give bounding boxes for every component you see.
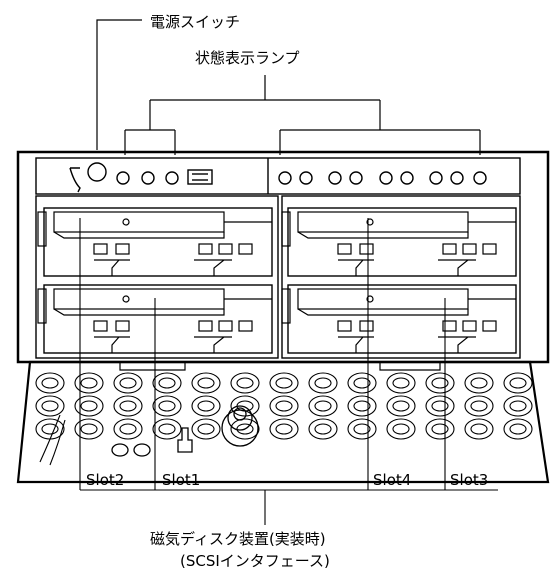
screw-hole <box>111 443 129 457</box>
drive-bays <box>35 195 521 359</box>
connector-socket <box>152 418 182 440</box>
connector-socket <box>191 372 221 394</box>
connector-socket <box>113 395 143 417</box>
power-switch[interactable] <box>87 162 107 182</box>
connector-socket <box>74 395 104 417</box>
connector-socket <box>464 418 494 440</box>
connector-socket <box>152 395 182 417</box>
connector-socket <box>347 372 377 394</box>
status-lamps-label: 状態表示ランプ <box>195 49 300 67</box>
connector-socket <box>425 395 455 417</box>
slot-leaders <box>79 218 498 525</box>
latch-icon <box>69 167 81 193</box>
power-switch-leader <box>96 19 142 150</box>
connector-port <box>187 169 213 185</box>
connector-socket <box>386 372 416 394</box>
connector-socket <box>230 372 260 394</box>
connector-socket <box>347 395 377 417</box>
connector-socket <box>386 418 416 440</box>
connector-socket <box>74 372 104 394</box>
slot1-label: Slot1 <box>162 471 200 489</box>
slot2-label: Slot2 <box>86 471 124 489</box>
status-lamp <box>450 171 464 185</box>
drive-slot2[interactable] <box>37 207 273 277</box>
status-lamp <box>349 171 363 185</box>
connector-socket <box>425 418 455 440</box>
connector-socket <box>503 372 533 394</box>
key-lock <box>177 427 193 453</box>
connector-socket <box>347 418 377 440</box>
connector-socket <box>230 395 260 417</box>
connector-socket <box>308 418 338 440</box>
status-lamp <box>141 171 155 185</box>
connector-socket <box>74 418 104 440</box>
connector-panel <box>16 360 550 484</box>
connector-socket <box>269 418 299 440</box>
connector-socket <box>308 372 338 394</box>
drive-slot4[interactable] <box>281 207 517 277</box>
disk-device-label: 磁気ディスク装置(実装時) <box>150 530 326 548</box>
connector-socket <box>191 395 221 417</box>
connector-socket <box>35 395 65 417</box>
connector-socket <box>386 395 416 417</box>
status-lamp <box>116 171 130 185</box>
status-lamp <box>379 171 393 185</box>
connector-socket <box>464 372 494 394</box>
status-lamp <box>473 171 487 185</box>
status-lamp <box>278 171 292 185</box>
connector-socket <box>503 395 533 417</box>
status-lamp <box>429 171 443 185</box>
slot4-label: Slot4 <box>373 471 411 489</box>
connector-socket <box>425 372 455 394</box>
connector-socket <box>35 372 65 394</box>
connector-socket <box>191 418 221 440</box>
connector-socket <box>503 418 533 440</box>
slot3-label: Slot3 <box>450 471 488 489</box>
status-lamp <box>299 171 313 185</box>
power-switch-label: 電源スイッチ <box>150 13 240 31</box>
scsi-interface-label: (SCSIインタフェース) <box>180 552 330 570</box>
connector-socket <box>269 395 299 417</box>
status-lamp <box>165 171 179 185</box>
connector-socket <box>308 395 338 417</box>
connector-grid <box>35 372 533 440</box>
scsi-connector <box>221 409 259 447</box>
status-lamp <box>400 171 414 185</box>
status-lamp <box>328 171 342 185</box>
connector-socket <box>113 372 143 394</box>
connector-socket <box>269 372 299 394</box>
drive-slot3[interactable] <box>281 284 517 354</box>
screw-hole <box>133 443 151 457</box>
connector-socket <box>464 395 494 417</box>
connector-socket <box>113 418 143 440</box>
connector-socket <box>152 372 182 394</box>
